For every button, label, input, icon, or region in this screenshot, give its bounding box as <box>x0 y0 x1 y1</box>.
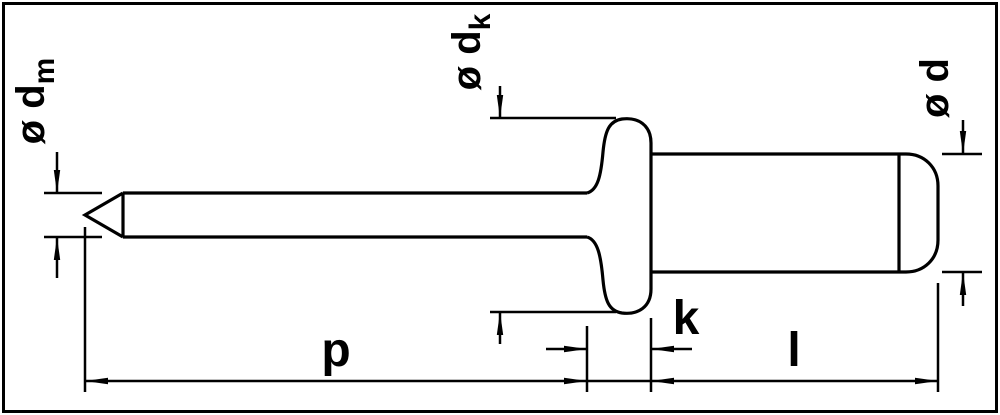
label-body-diameter: ø d <box>913 58 957 118</box>
dim-body-diameter <box>942 120 982 306</box>
dim-head-height <box>546 345 692 383</box>
mandrel-tip-point <box>81 191 124 239</box>
label-subscript: m <box>28 58 61 85</box>
label-mandrel-diameter: ø dm <box>9 58 61 145</box>
dim-mandrel-diameter <box>44 152 102 278</box>
label-text: ø d <box>9 84 53 144</box>
dim-head-diameter <box>490 86 616 344</box>
dimension-labels: ø dm ø dk ø d p k l <box>9 13 957 377</box>
label-head-diameter: ø dk <box>445 13 497 90</box>
label-head-height: k <box>673 292 700 345</box>
rivet-head-flange <box>586 117 653 315</box>
rivet-outline <box>81 117 940 315</box>
dimension-lines <box>44 86 982 392</box>
label-mandrel-protrusion: p <box>321 324 350 377</box>
label-body-length: l <box>787 324 800 377</box>
label-subscript: k <box>464 13 497 30</box>
body-rounded-end-cap <box>899 152 940 274</box>
label-text: ø d <box>913 58 957 118</box>
label-text: ø d <box>445 30 489 90</box>
